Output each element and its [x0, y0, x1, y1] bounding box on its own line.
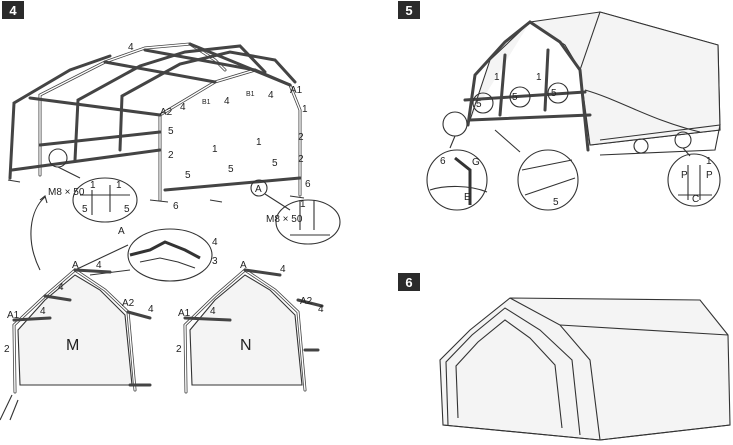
- zoom-left-g: G: [472, 157, 480, 168]
- frame-labels: 4 4 4 4 1 1 1 2 2 2 5 5 5 5 6 A1 A2 B1 B…: [128, 42, 308, 212]
- step-5-number: 5: [405, 2, 413, 18]
- step5-label-5c: 5: [551, 88, 557, 99]
- panel-m-letter: M: [66, 337, 79, 354]
- panel-m: A 4 4 A1 A2 4 4 2 M: [0, 260, 154, 421]
- label-2-c: 2: [298, 154, 304, 165]
- label-6: 6: [173, 201, 179, 212]
- zoom-right-p1: P: [681, 170, 688, 181]
- step-4-number: 4: [9, 2, 17, 18]
- step5-label-5b: 5: [512, 92, 518, 103]
- step5-label-1a: 1: [494, 72, 500, 83]
- panel-m-4b: 4: [58, 282, 64, 293]
- step5-label-1b: 1: [536, 72, 542, 83]
- panel-n-a1: A1: [178, 308, 191, 319]
- label-a1: A1: [290, 85, 303, 96]
- callout-left-5a: 5: [82, 204, 88, 215]
- frame-arches: [7, 42, 305, 203]
- panel-m-a: A: [72, 260, 79, 271]
- zoom-mid-5: 5: [553, 197, 559, 208]
- label-5-b: 5: [228, 164, 234, 175]
- label-5-c: 5: [272, 158, 278, 169]
- callout-left: M8 × 50 1 1 5 5: [48, 148, 138, 223]
- callout-right-a: A: [255, 184, 262, 195]
- zoom-right-c: C: [692, 194, 699, 205]
- step4-frame-drawing: 4 4 4 4 1 1 1 2 2 2 5 5 5 5 6 A1 A2 B1 B…: [0, 42, 341, 421]
- label-1-c: 1: [302, 104, 308, 115]
- step-5-badge: 5: [398, 1, 420, 19]
- step-6-badge: 6: [398, 273, 420, 291]
- connector-zoom: A 4 3: [74, 226, 218, 282]
- zoom-left-e: E: [464, 192, 471, 203]
- step6-drawing: [439, 297, 731, 441]
- panel-m-4c: 4: [40, 306, 46, 317]
- step-6-number: 6: [405, 274, 413, 290]
- panel-n-a: A: [240, 260, 247, 271]
- label-1-b: 1: [256, 137, 262, 148]
- panel-m-4d: 4: [148, 304, 154, 315]
- panel-m-a2: A2: [122, 298, 135, 309]
- callout-right: A M8 × 50 6 1: [250, 179, 341, 245]
- zoom-right-1: 1: [706, 156, 712, 167]
- curved-arrow: [30, 196, 46, 271]
- step-4-badge: 4: [2, 1, 24, 19]
- label-4-c: 4: [224, 96, 230, 107]
- callout-left-1b: 1: [116, 180, 122, 191]
- zoom-part-a: A: [118, 226, 125, 237]
- label-b1-a: B1: [202, 99, 211, 106]
- step5-label-5a: 5: [476, 99, 482, 110]
- step5-zoom-clip: P P 1 C: [633, 131, 721, 207]
- label-4-a: 4: [128, 42, 134, 53]
- zoom-label-4: 4: [212, 237, 218, 248]
- panel-n-4b: 4: [210, 306, 216, 317]
- step5-zoom-ground: 6 G E: [426, 111, 488, 211]
- callout-right-6: 6: [305, 179, 311, 190]
- arrow-head: [39, 195, 48, 204]
- label-2-b: 2: [298, 132, 304, 143]
- panel-m-2: 2: [4, 344, 10, 355]
- step5-zoom-cover: 5: [494, 129, 579, 211]
- panel-m-a1: A1: [7, 310, 20, 321]
- zoom-right-p2: P: [706, 170, 713, 181]
- panel-n-letter: N: [240, 337, 252, 354]
- label-1-a: 1: [212, 144, 218, 155]
- callout-right-spec: M8 × 50: [266, 214, 303, 225]
- panel-m-4a: 4: [96, 260, 102, 271]
- label-2-a: 2: [168, 150, 174, 161]
- callout-left-spec: M8 × 50: [48, 187, 85, 198]
- callout-right-1: 1: [300, 199, 306, 210]
- label-4-d: 4: [268, 90, 274, 101]
- callout-left-1a: 1: [90, 180, 96, 191]
- label-a2: A2: [160, 107, 173, 118]
- label-5-a: 5: [185, 170, 191, 181]
- panel-n: A 4 A1 A2 4 4 2 N: [176, 260, 324, 394]
- panel-n-2: 2: [176, 344, 182, 355]
- panel-n-4a: 4: [280, 264, 286, 275]
- zoom-left-6: 6: [440, 156, 446, 167]
- label-5-d: 5: [168, 126, 174, 137]
- panel-n-4c: 4: [318, 304, 324, 315]
- label-4-b: 4: [180, 102, 186, 113]
- panel-n-a2: A2: [300, 296, 313, 307]
- callout-left-5b: 5: [124, 204, 130, 215]
- step5-drawing: 1 1 5 5 5 6 G E 5: [426, 11, 721, 211]
- zoom-label-3: 3: [212, 256, 218, 267]
- label-b1-b: B1: [246, 91, 255, 98]
